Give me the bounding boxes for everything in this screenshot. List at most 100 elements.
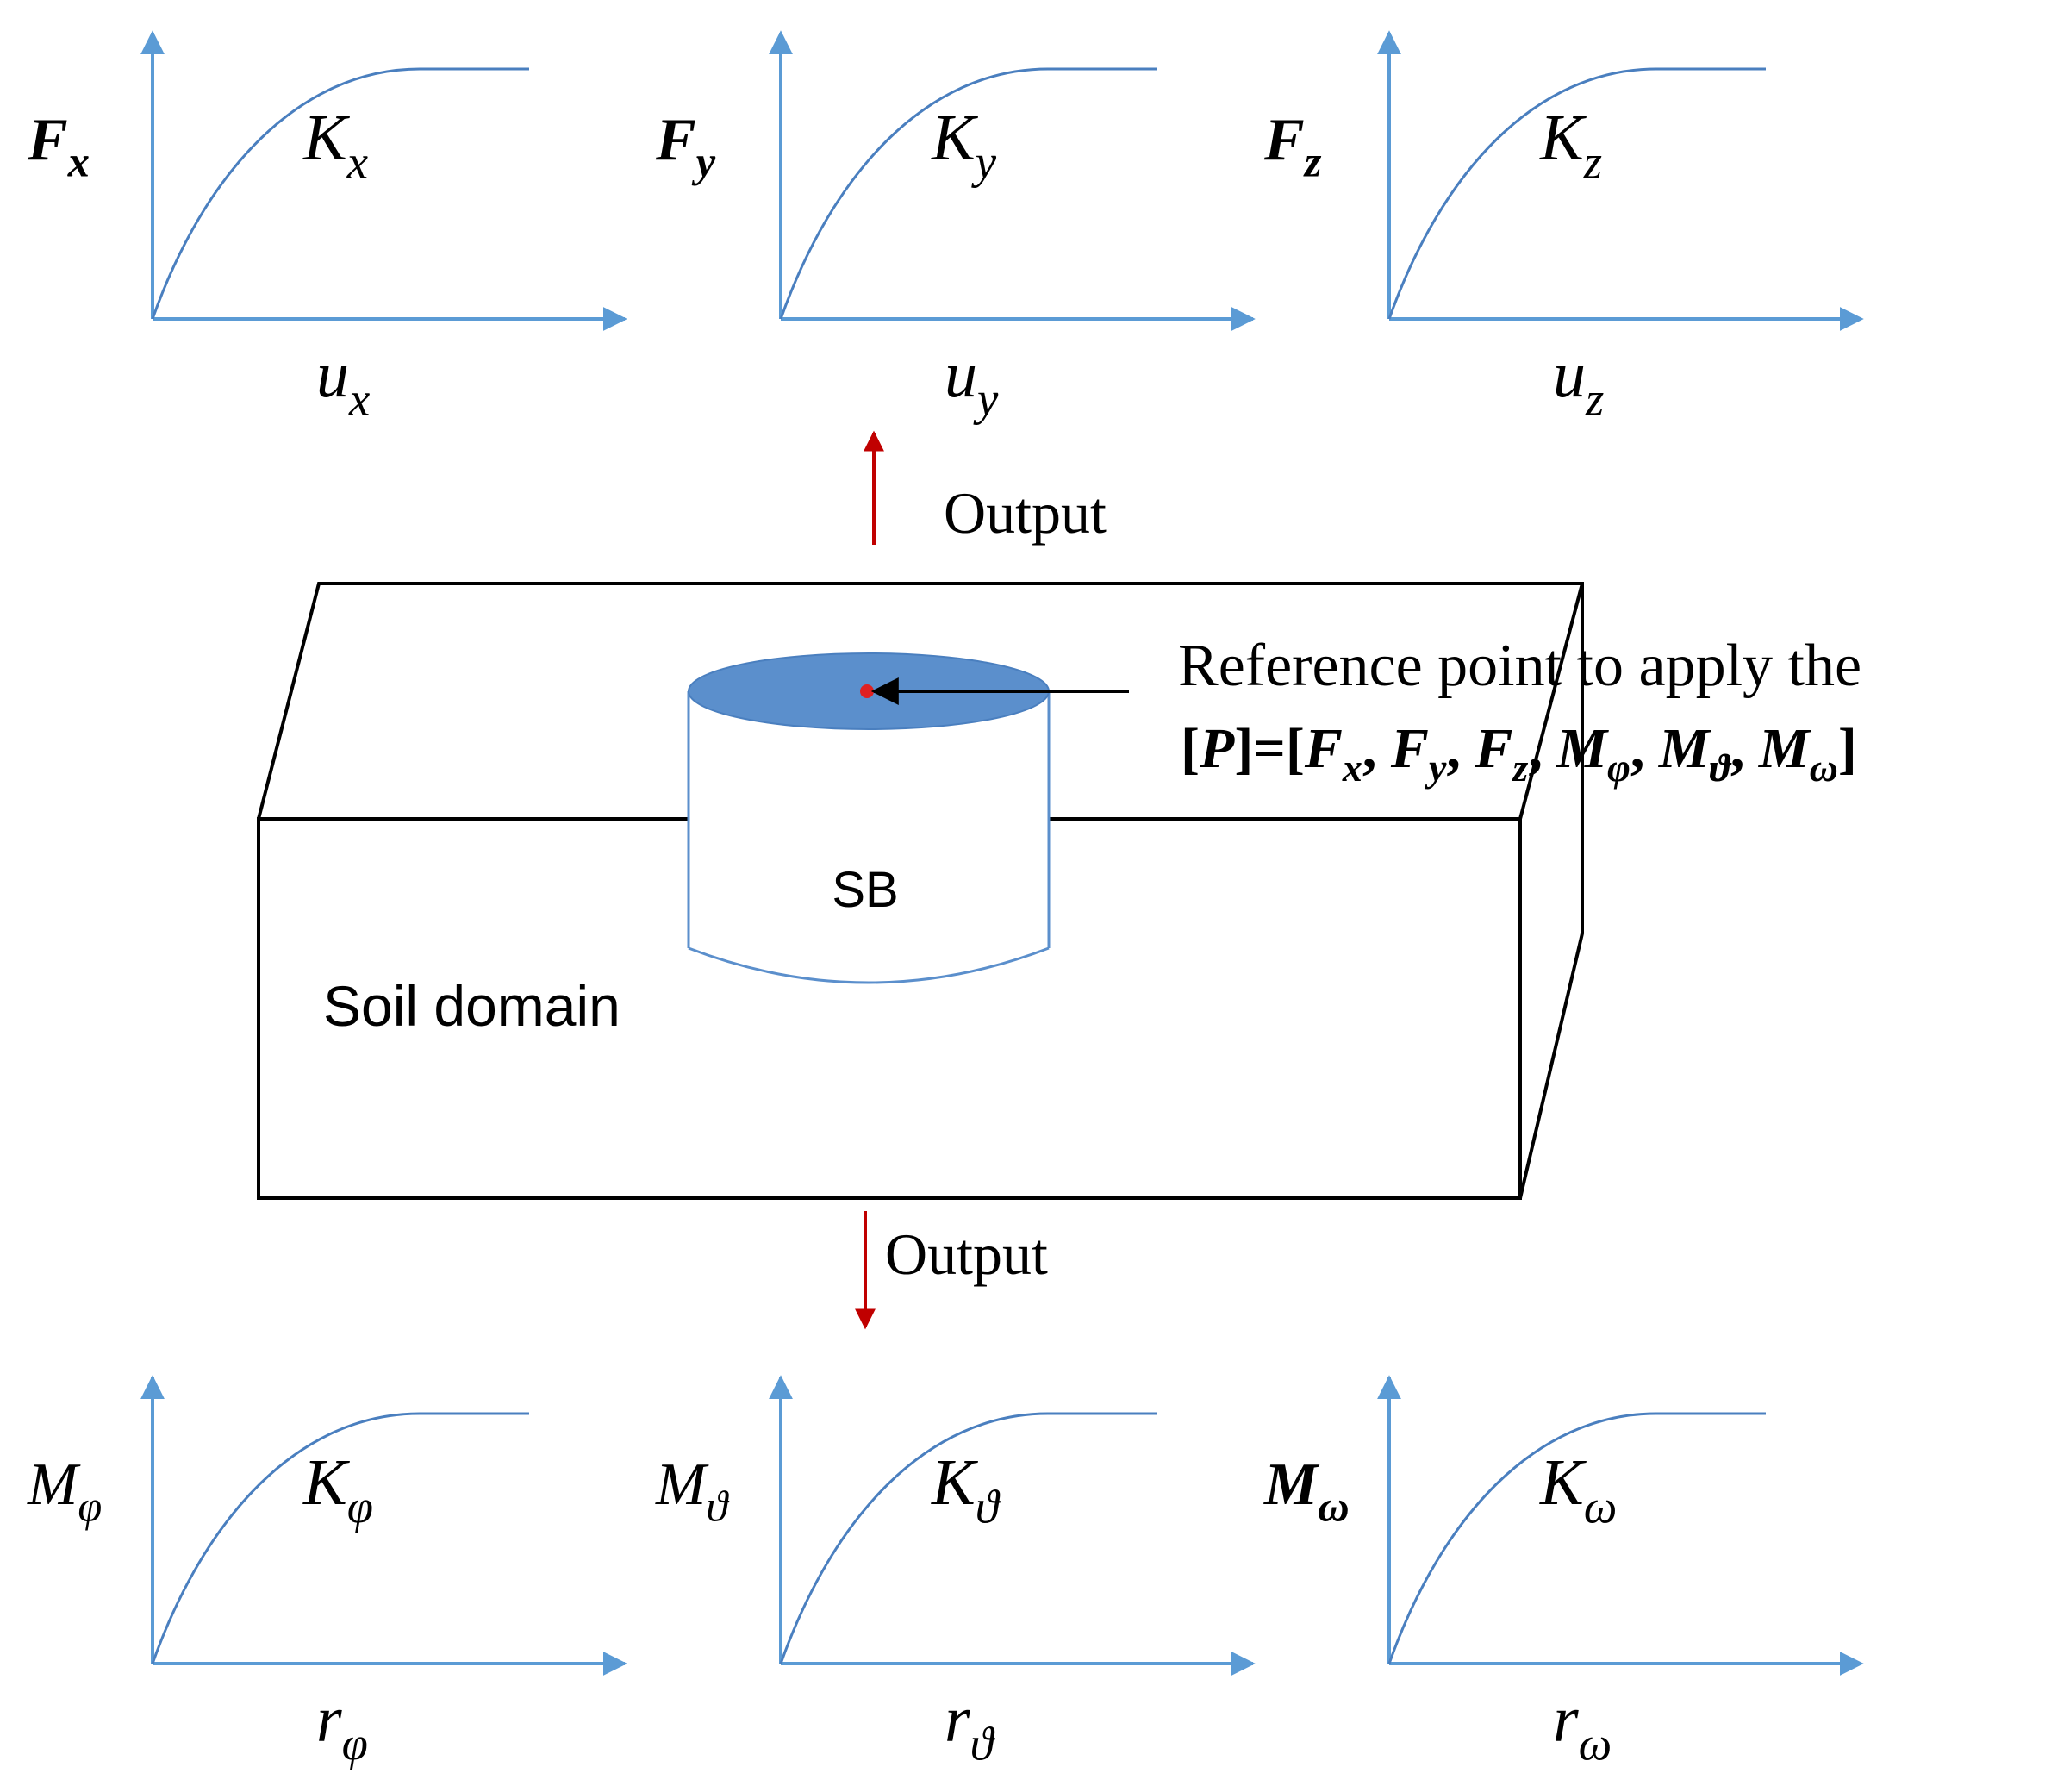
force-label: Fy xyxy=(655,107,716,186)
ref-separator: ] xyxy=(1838,717,1857,780)
stiffness-curve xyxy=(151,67,529,320)
force-label-symbol: M xyxy=(655,1452,709,1518)
output-arrow-top: Output xyxy=(864,430,1107,546)
ref-term-symbol: F xyxy=(1474,717,1512,780)
stiffness-curve xyxy=(779,67,1157,320)
ref-equals: ]=[ xyxy=(1234,717,1305,780)
stiffness-label-subscript: φ xyxy=(347,1480,373,1533)
stiffness-label: Kφ xyxy=(302,1446,373,1533)
force-label-symbol: M xyxy=(1263,1452,1320,1518)
displacement-label-symbol: r xyxy=(316,1683,342,1756)
displacement-label: uy xyxy=(945,339,999,425)
displacement-label-symbol: u xyxy=(316,339,349,411)
ref-term-symbol: M xyxy=(1758,717,1811,780)
displacement-label-subscript: x xyxy=(348,372,370,425)
stiffness-label-symbol: K xyxy=(302,1446,350,1519)
force-label-subscript: ϑ xyxy=(706,1483,729,1531)
ref-term-subscript: x xyxy=(1342,746,1362,790)
output-label-top: Output xyxy=(944,480,1107,546)
force-label-symbol: F xyxy=(27,107,68,173)
force-label-subscript: ω xyxy=(1318,1483,1349,1531)
ref-term-subscript: z xyxy=(1511,746,1528,790)
reference-text-line1: Reference point to apply the xyxy=(1178,633,1861,699)
force-label-symbol: M xyxy=(27,1452,81,1518)
ref-term-subscript: y xyxy=(1425,746,1447,790)
displacement-label-subscript: ϑ xyxy=(970,1717,996,1770)
stiffness-label-symbol: K xyxy=(931,1446,978,1519)
force-label: Mφ xyxy=(27,1452,102,1531)
force-label: Fx xyxy=(27,107,90,186)
reference-point-dot xyxy=(860,684,874,698)
stiffness-label: Kω xyxy=(1539,1446,1617,1533)
stiffness-label-symbol: K xyxy=(1539,102,1587,174)
stiffness-label: Kz xyxy=(1539,102,1602,188)
ref-term-symbol: M xyxy=(1658,717,1711,780)
displacement-label: rϑ xyxy=(945,1683,996,1770)
sb-label: SB xyxy=(832,862,898,918)
stiffness-label-subscript: z xyxy=(1583,135,1602,188)
stiffness-label-subscript: ω xyxy=(1584,1480,1618,1533)
reference-text-line2: [P]=[Fx, Fy, Fz, Mφ, Mϑ, Mω] xyxy=(1181,717,1857,790)
stiffness-curve xyxy=(1387,1412,1766,1664)
displacement-label-symbol: u xyxy=(1553,339,1586,411)
displacement-label-subscript: ω xyxy=(1579,1717,1612,1770)
displacement-label-symbol: u xyxy=(945,339,977,411)
force-label-subscript: x xyxy=(67,138,90,186)
force-label-symbol: F xyxy=(655,107,696,173)
stiffness-curve xyxy=(779,1412,1157,1664)
ref-term-subscript: φ xyxy=(1607,746,1630,790)
output-label-bottom: Output xyxy=(885,1221,1048,1287)
ref-separator: , xyxy=(1630,717,1659,780)
ref-term-subscript: ω xyxy=(1810,746,1838,790)
displacement-label: ux xyxy=(316,339,370,425)
force-label-subscript: φ xyxy=(78,1483,102,1531)
ref-separator: , xyxy=(1528,717,1556,780)
force-label: Mϑ xyxy=(655,1452,729,1531)
displacement-label-symbol: r xyxy=(945,1683,970,1756)
displacement-label-subscript: z xyxy=(1585,372,1604,425)
ref-separator: , xyxy=(1446,717,1475,780)
stiffness-label-symbol: K xyxy=(931,102,978,174)
ref-separator: , xyxy=(1362,717,1391,780)
soil-box-right-top-edge xyxy=(1518,583,1584,820)
stiffness-label: Kx xyxy=(302,102,368,188)
stiffness-label: Ky xyxy=(931,102,997,188)
stiffness-curve xyxy=(151,1412,529,1664)
ref-p-symbol: P xyxy=(1199,717,1235,780)
ref-term-subscript: ϑ xyxy=(1710,746,1732,790)
force-label-subscript: z xyxy=(1303,138,1322,186)
stiffness-curve xyxy=(1387,67,1766,320)
stiffness-label: Kϑ xyxy=(931,1446,1001,1533)
stiffness-label-symbol: K xyxy=(302,102,350,174)
ref-separator: , xyxy=(1730,717,1759,780)
ref-open-bracket: [ xyxy=(1181,717,1200,780)
bucket-bottom-curve xyxy=(688,946,1050,984)
stiffness-label-symbol: K xyxy=(1539,1446,1587,1519)
ref-term-symbol: F xyxy=(1304,717,1343,780)
displacement-label: rω xyxy=(1553,1683,1612,1770)
displacement-label-symbol: r xyxy=(1553,1683,1579,1756)
output-arrow-bottom: Output xyxy=(855,1211,1048,1330)
stiffness-label-subscript: x xyxy=(346,135,368,188)
ref-term-symbol: M xyxy=(1556,717,1609,780)
ref-term-symbol: F xyxy=(1390,717,1429,780)
displacement-label-subscript: y xyxy=(973,372,999,425)
soil-domain-label: Soil domain xyxy=(323,974,620,1038)
displacement-label: uz xyxy=(1553,339,1604,425)
suction-bucket: SB xyxy=(687,652,1051,984)
soil-domain-box xyxy=(257,582,1584,1200)
force-label: Fz xyxy=(1263,107,1322,186)
stiffness-label-subscript: ϑ xyxy=(976,1480,1001,1533)
force-label-symbol: F xyxy=(1263,107,1305,173)
displacement-label: rφ xyxy=(316,1683,368,1770)
force-label: Mω xyxy=(1263,1452,1350,1531)
